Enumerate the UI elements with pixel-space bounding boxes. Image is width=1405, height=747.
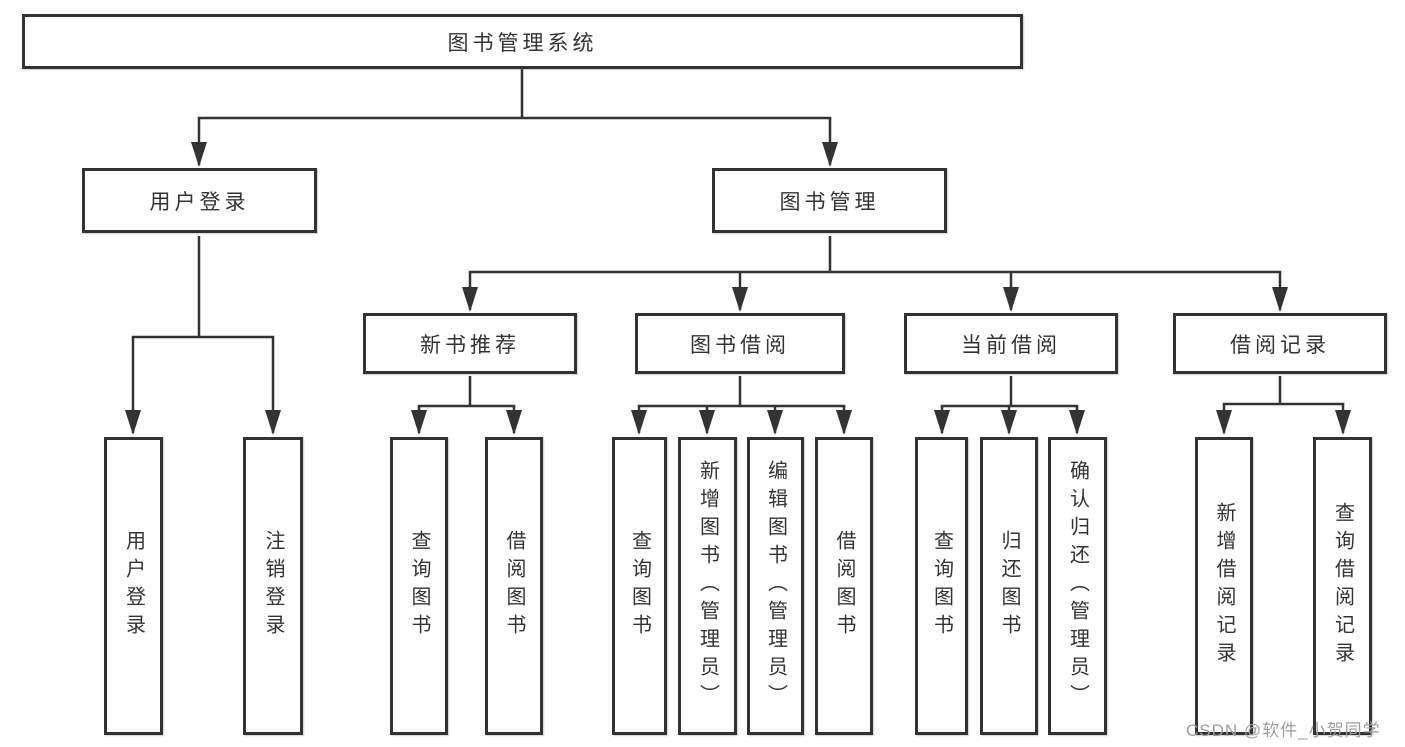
leaf-current-confirm-return-admin: 确认归还（管理员） [1048,437,1107,735]
node-user-login: 用户登录 [82,168,317,233]
csdn-watermark: CSDN @软件_小贺同学 [1186,721,1381,740]
leaf-records-query-record: 查询借阅记录 [1313,437,1372,735]
leaf-current-query-books: 查询图书 [915,437,968,735]
node-borrowing-records: 借阅记录 [1173,313,1387,374]
leaf-borrow-add-books-admin: 新增图书（管理员） [678,437,737,735]
leaf-current-return-books: 归还图书 [980,437,1038,735]
node-book-management: 图书管理 [712,168,947,233]
connector-group [125,69,1351,435]
leaf-records-add-record: 新增借阅记录 [1195,437,1253,735]
node-current-borrowing: 当前借阅 [904,313,1118,374]
leaf-logout: 注销登录 [243,437,303,735]
node-book-borrowing: 图书借阅 [635,313,845,374]
leaf-borrow-edit-books-admin: 编辑图书（管理员） [747,437,804,735]
leaf-borrow-query-books: 查询图书 [612,437,667,735]
leaf-newbooks-query-books: 查询图书 [390,437,448,735]
node-library-management-system: 图书管理系统 [22,14,1023,69]
leaf-user-login: 用户登录 [104,437,163,735]
leaf-borrow-borrow-books: 借阅图书 [815,437,873,735]
leaf-newbooks-borrow-books: 借阅图书 [485,437,543,735]
node-new-book-recommendation: 新书推荐 [363,313,577,374]
